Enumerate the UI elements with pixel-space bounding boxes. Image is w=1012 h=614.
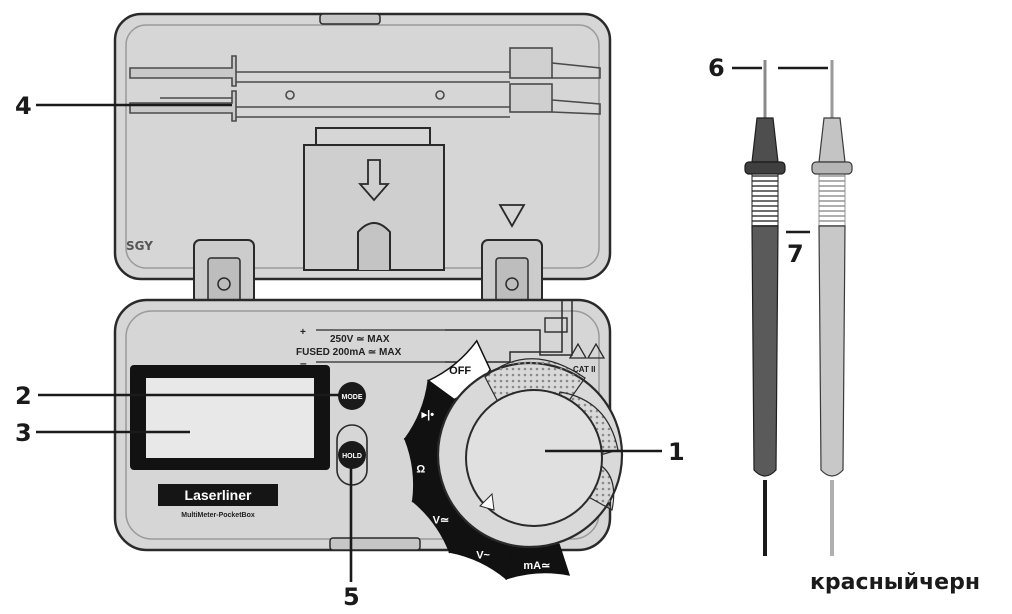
callout-3: 3 xyxy=(15,419,32,447)
warning-icon xyxy=(568,342,606,359)
callout-4: 4 xyxy=(15,92,32,120)
dial-position-label: mA≃ xyxy=(523,560,550,572)
dial-position-label: ▸|• xyxy=(421,409,435,421)
mode-button-label: MODE xyxy=(342,394,363,401)
callout-5: 5 xyxy=(343,583,360,611)
hold-button[interactable]: HOLD xyxy=(336,424,368,486)
brand-logo: Laserliner MultiMeter-PocketBox xyxy=(158,484,278,519)
rating-top: 250V ≃ MAX xyxy=(330,334,390,345)
lid-clip xyxy=(303,127,445,271)
model-name: MultiMeter-PocketBox xyxy=(181,512,255,519)
rotary-knob[interactable] xyxy=(436,358,624,549)
brand-name: Laserliner xyxy=(185,487,252,503)
callout-7: 7 xyxy=(787,240,804,268)
callout-2: 2 xyxy=(15,382,32,410)
probe-caption: красныйчерн xyxy=(810,570,981,595)
callout-1: 1 xyxy=(668,438,685,466)
terminal-area: + – 250V ≃ MAX FUSED 200mA ≃ MAX xyxy=(296,300,573,370)
dial-position-label: V≃ xyxy=(433,515,450,527)
port-plus-label: + xyxy=(300,327,306,338)
port-minus-label: – xyxy=(300,356,307,370)
dial-position-label: OFF xyxy=(449,365,471,377)
pointer-icon xyxy=(479,492,495,511)
rating-bottom: FUSED 200mA ≃ MAX xyxy=(296,347,402,358)
arrow-down-icon xyxy=(358,159,390,202)
leader-lines xyxy=(36,66,828,582)
triangle-marker-icon xyxy=(498,204,526,228)
callout-6: 6 xyxy=(708,54,725,82)
dial-position-label: V~ xyxy=(476,549,490,561)
dial-position-label: Ω xyxy=(416,464,425,476)
lcd-display xyxy=(130,365,330,470)
lid-mark: SGY xyxy=(126,239,153,253)
hold-button-label: HOLD xyxy=(342,453,362,460)
case-lid: SGY xyxy=(113,12,612,281)
mode-button[interactable]: MODE xyxy=(338,382,366,410)
cat-label: CAT II xyxy=(573,365,596,374)
test-probe-black xyxy=(811,60,853,556)
test-probe-red xyxy=(744,60,786,556)
